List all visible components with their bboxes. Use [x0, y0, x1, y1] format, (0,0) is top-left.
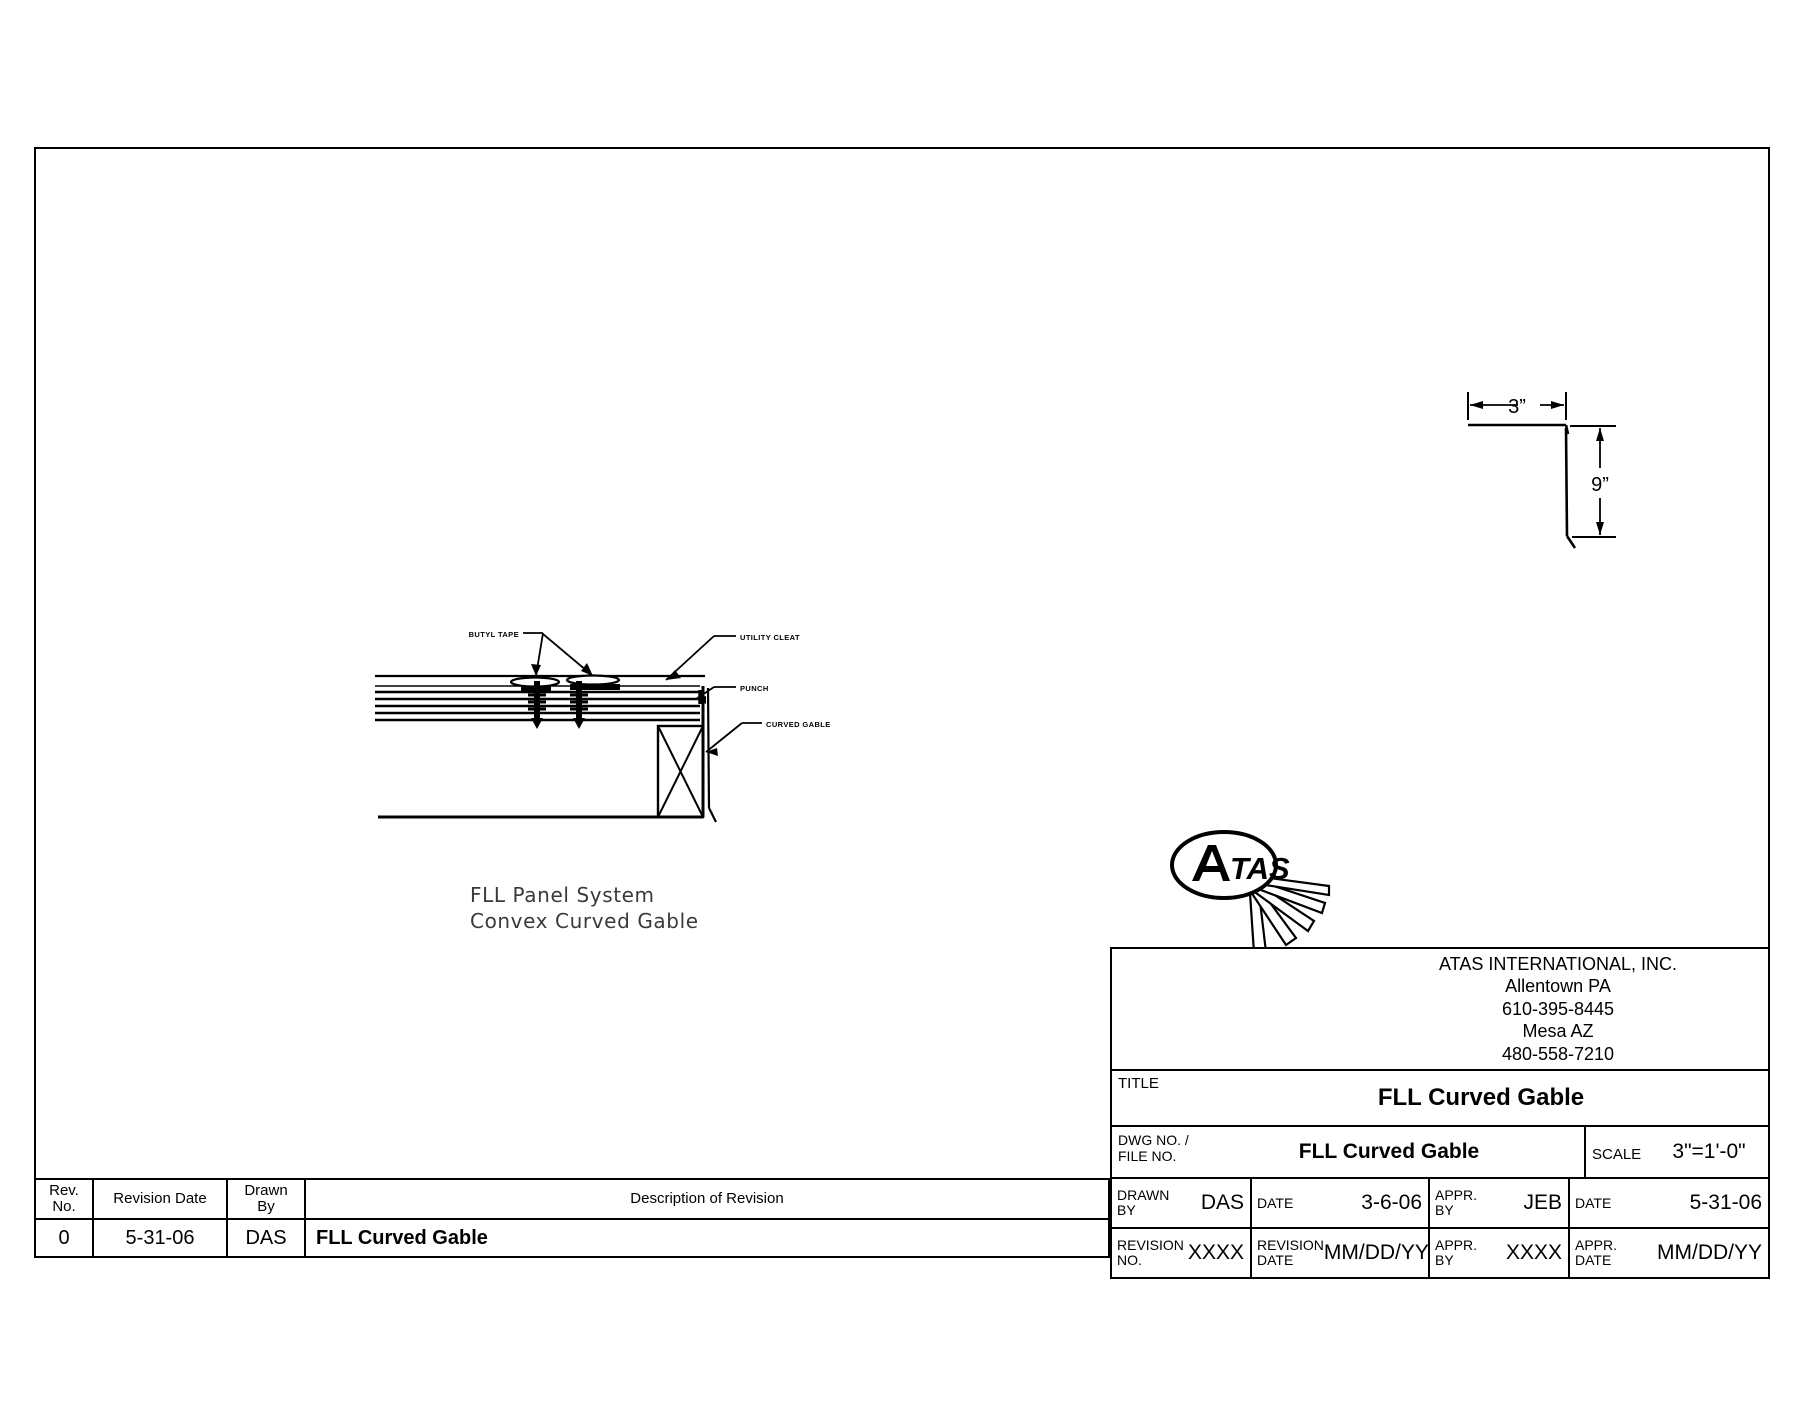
revision-no-cell: REVISION NO. XXXX — [1112, 1229, 1250, 1277]
revision-no-value: XXXX — [1187, 1241, 1244, 1264]
dwg-no-label: DWG NO. / FILE NO. — [1118, 1132, 1189, 1164]
approved-by-cell: APPR. BY JEB — [1428, 1179, 1568, 1227]
title-block-dwg-row: DWG NO. / FILE NO. FLL Curved Gable SCAL… — [1112, 1125, 1768, 1177]
scale-label: SCALE — [1584, 1127, 1650, 1177]
table-row: 0 5-31-06 DAS FLL Curved Gable — [36, 1218, 1108, 1258]
revision-row-description: FLL Curved Gable — [304, 1220, 1108, 1256]
panel-system-note: FLL Panel System Convex Curved Gable — [470, 883, 699, 933]
title-block-title-row: TITLE FLL Curved Gable — [1112, 1069, 1768, 1125]
scale-value: 3"=1'-0" — [1672, 1140, 1746, 1163]
atas-logo-cell — [1112, 949, 1362, 1069]
revision-table-header-row: Rev. No. Revision Date Drawn By Descript… — [36, 1180, 1108, 1218]
date-value: 3-6-06 — [1361, 1191, 1422, 1214]
revision-table: Rev. No. Revision Date Drawn By Descript… — [34, 1178, 1110, 1258]
approved-date-cell: DATE 5-31-06 — [1568, 1179, 1768, 1227]
revision-approved-date-cell: APPR. DATE MM/DD/YY — [1568, 1229, 1768, 1277]
title-block-drawn-row: DRAWN BY DAS DATE 3-6-06 APPR. BY JEB DA… — [1112, 1177, 1768, 1227]
date-label: DATE — [1257, 1194, 1294, 1211]
approved-by-value: JEB — [1523, 1191, 1562, 1214]
revision-header-description: Description of Revision — [304, 1180, 1108, 1218]
revision-header-rev-no: Rev. No. — [49, 1182, 79, 1215]
drawn-by-label: DRAWN BY — [1117, 1187, 1170, 1218]
title-value: FLL Curved Gable — [1377, 1084, 1585, 1111]
company-city-2: Mesa AZ — [1522, 1021, 1594, 1042]
drawn-by-cell: DRAWN BY DAS — [1112, 1179, 1250, 1227]
company-name: ATAS INTERNATIONAL, INC. — [1438, 953, 1678, 974]
date-cell: DATE 3-6-06 — [1250, 1179, 1428, 1227]
company-info: ATAS INTERNATIONAL, INC. Allentown PA 61… — [1362, 953, 1768, 1066]
revision-date-cell: REVISION DATE MM/DD/YY — [1250, 1229, 1429, 1277]
approved-by-label: APPR. BY — [1435, 1187, 1478, 1218]
revision-header-date: Revision Date — [92, 1180, 226, 1218]
approved-date-value: 5-31-06 — [1689, 1191, 1762, 1214]
company-city-1: Allentown PA — [1505, 976, 1611, 997]
revision-no-label: REVISION NO. — [1117, 1237, 1184, 1268]
title-label: TITLE — [1118, 1075, 1159, 1092]
company-phone-2: 480-558-7210 — [1501, 1043, 1615, 1064]
company-phone-1: 610-395-8445 — [1501, 998, 1615, 1019]
approved-date-label: DATE — [1575, 1194, 1612, 1211]
revision-row-rev-no: 0 — [58, 1227, 70, 1249]
revision-row-drawn-by: DAS — [226, 1220, 304, 1256]
title-block: ATAS INTERNATIONAL, INC. Allentown PA 61… — [1110, 947, 1770, 1279]
revision-date-value: MM/DD/YY — [1323, 1241, 1429, 1264]
revision-approved-by-cell: APPR. BY XXXX — [1428, 1229, 1568, 1277]
revision-approved-date-label: APPR. DATE — [1575, 1237, 1618, 1268]
revision-approved-by-label: APPR. BY — [1435, 1237, 1478, 1268]
revision-approved-by-value: XXXX — [1505, 1241, 1562, 1264]
dwg-no-value: FLL Curved Gable — [1298, 1140, 1480, 1163]
title-block-company-row: ATAS INTERNATIONAL, INC. Allentown PA 61… — [1112, 949, 1768, 1069]
revision-header-drawn-by: Drawn By — [226, 1180, 304, 1218]
title-block-revision-row: REVISION NO. XXXX REVISION DATE MM/DD/YY… — [1112, 1227, 1768, 1277]
drawn-by-value: DAS — [1200, 1191, 1244, 1214]
revision-row-date: 5-31-06 — [92, 1220, 226, 1256]
revision-date-label: REVISION DATE — [1257, 1237, 1324, 1268]
revision-approved-date-value: MM/DD/YY — [1657, 1241, 1762, 1264]
